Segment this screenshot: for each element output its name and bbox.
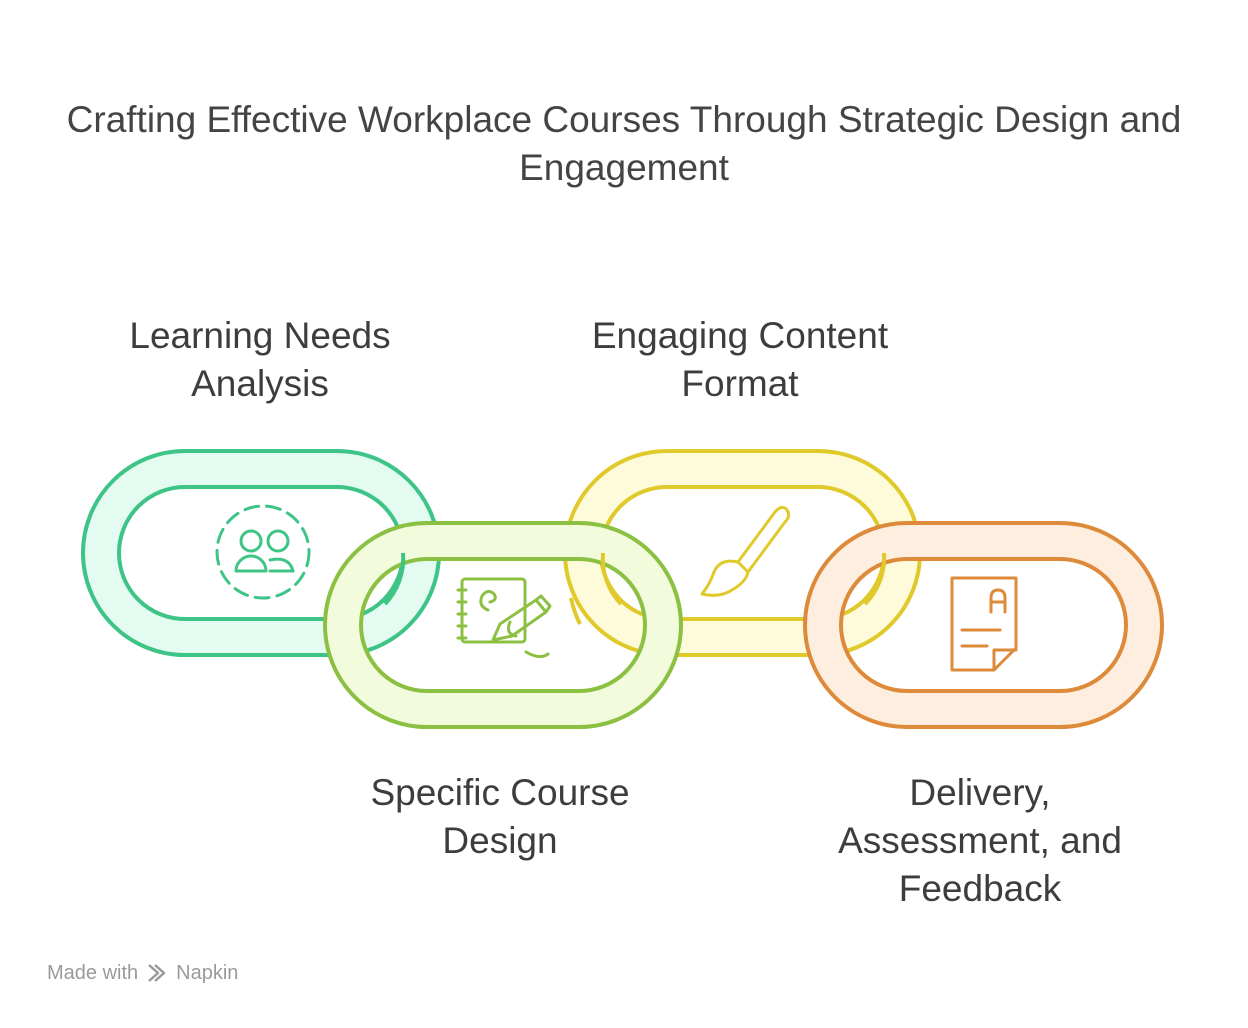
napkin-brand-text: Napkin — [176, 961, 239, 984]
napkin-logo-icon — [148, 964, 166, 982]
step-label-delivery: Delivery, Assessment, and Feedback — [838, 772, 1122, 909]
graded-document-icon — [950, 576, 1018, 672]
step-label-learning-needs: Learning Needs Analysis — [129, 315, 391, 404]
notebook-pen-icon — [456, 577, 552, 659]
chain-link-4 — [803, 521, 1164, 729]
made-with-footer[interactable]: Made with Napkin — [47, 960, 238, 986]
step-label-course-design: Specific Course Design — [370, 772, 630, 861]
chain-overlap-green — [383, 552, 406, 606]
chain-overlap-yellow — [569, 552, 623, 625]
chain-overlap-yellow-right — [863, 552, 887, 606]
step-label-content-format: Engaging Content Format — [591, 315, 889, 404]
paintbrush-icon — [700, 505, 791, 597]
chain-link-2 — [323, 521, 683, 729]
diagram-title: Crafting Effective Workplace Courses Thr… — [66, 99, 1182, 188]
people-group-icon — [215, 504, 311, 600]
made-with-text: Made with — [47, 961, 139, 984]
